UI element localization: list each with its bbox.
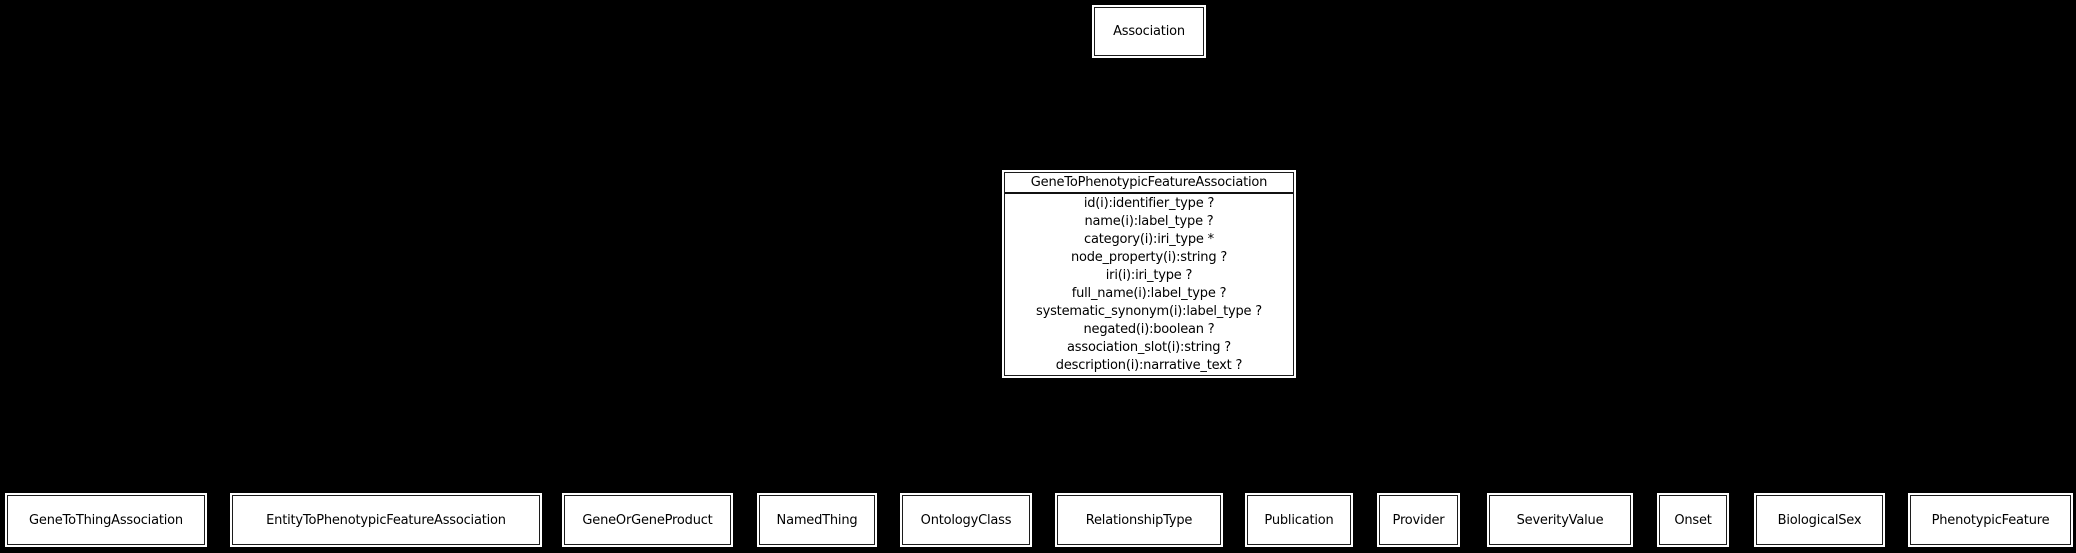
node-entity-to-phenotypic-feature-association[interactable]: EntityToPhenotypicFeatureAssociation <box>232 495 540 545</box>
attribute-association-slot: association_slot(i):string ? <box>1067 340 1231 356</box>
node-label: NamedThing <box>776 512 858 528</box>
node-label: EntityToPhenotypicFeatureAssociation <box>266 512 506 528</box>
node-biological-sex[interactable]: BiologicalSex <box>1756 495 1883 545</box>
node-label: BiologicalSex <box>1777 512 1862 528</box>
node-label: PhenotypicFeature <box>1931 512 2050 528</box>
attribute-description: description(i):narrative_text ? <box>1055 358 1243 374</box>
node-label: Onset <box>1674 512 1712 528</box>
node-gene-to-phenotypic-feature-association[interactable]: GeneToPhenotypicFeatureAssociation id(i)… <box>1004 172 1294 376</box>
node-onset[interactable]: Onset <box>1659 495 1727 545</box>
class-attribute-list: id(i):identifier_type ? name(i):label_ty… <box>1005 194 1293 375</box>
node-label: OntologyClass <box>920 512 1012 528</box>
node-label: RelationshipType <box>1085 512 1193 528</box>
node-named-thing[interactable]: NamedThing <box>759 495 875 545</box>
node-ontology-class[interactable]: OntologyClass <box>902 495 1030 545</box>
node-provider[interactable]: Provider <box>1379 495 1458 545</box>
node-label: Provider <box>1392 512 1445 528</box>
node-phenotypic-feature[interactable]: PhenotypicFeature <box>1910 495 2071 545</box>
attribute-id: id(i):identifier_type ? <box>1083 195 1215 211</box>
attribute-name: name(i):label_type ? <box>1084 213 1214 229</box>
node-gene-or-gene-product[interactable]: GeneOrGeneProduct <box>564 495 731 545</box>
node-label: GeneOrGeneProduct <box>582 512 713 528</box>
node-gene-to-thing-association[interactable]: GeneToThingAssociation <box>7 495 205 545</box>
node-publication[interactable]: Publication <box>1247 495 1351 545</box>
attribute-iri: iri(i):iri_type ? <box>1105 267 1193 283</box>
class-title: GeneToPhenotypicFeatureAssociation <box>1005 173 1293 194</box>
attribute-systematic-synonym: systematic_synonym(i):label_type ? <box>1036 304 1262 320</box>
node-label: SeverityValue <box>1516 512 1604 528</box>
node-label: GeneToThingAssociation <box>29 512 183 528</box>
attribute-node-property: node_property(i):string ? <box>1070 249 1228 265</box>
node-association-label: Association <box>1113 24 1185 39</box>
attribute-category: category(i):iri_type * <box>1084 231 1214 247</box>
node-relationship-type[interactable]: RelationshipType <box>1057 495 1221 545</box>
attribute-negated: negated(i):boolean ? <box>1083 322 1215 338</box>
attribute-full-name: full_name(i):label_type ? <box>1071 286 1227 302</box>
node-association[interactable]: Association <box>1094 7 1204 56</box>
node-label: Publication <box>1264 512 1334 528</box>
node-severity-value[interactable]: SeverityValue <box>1489 495 1631 545</box>
